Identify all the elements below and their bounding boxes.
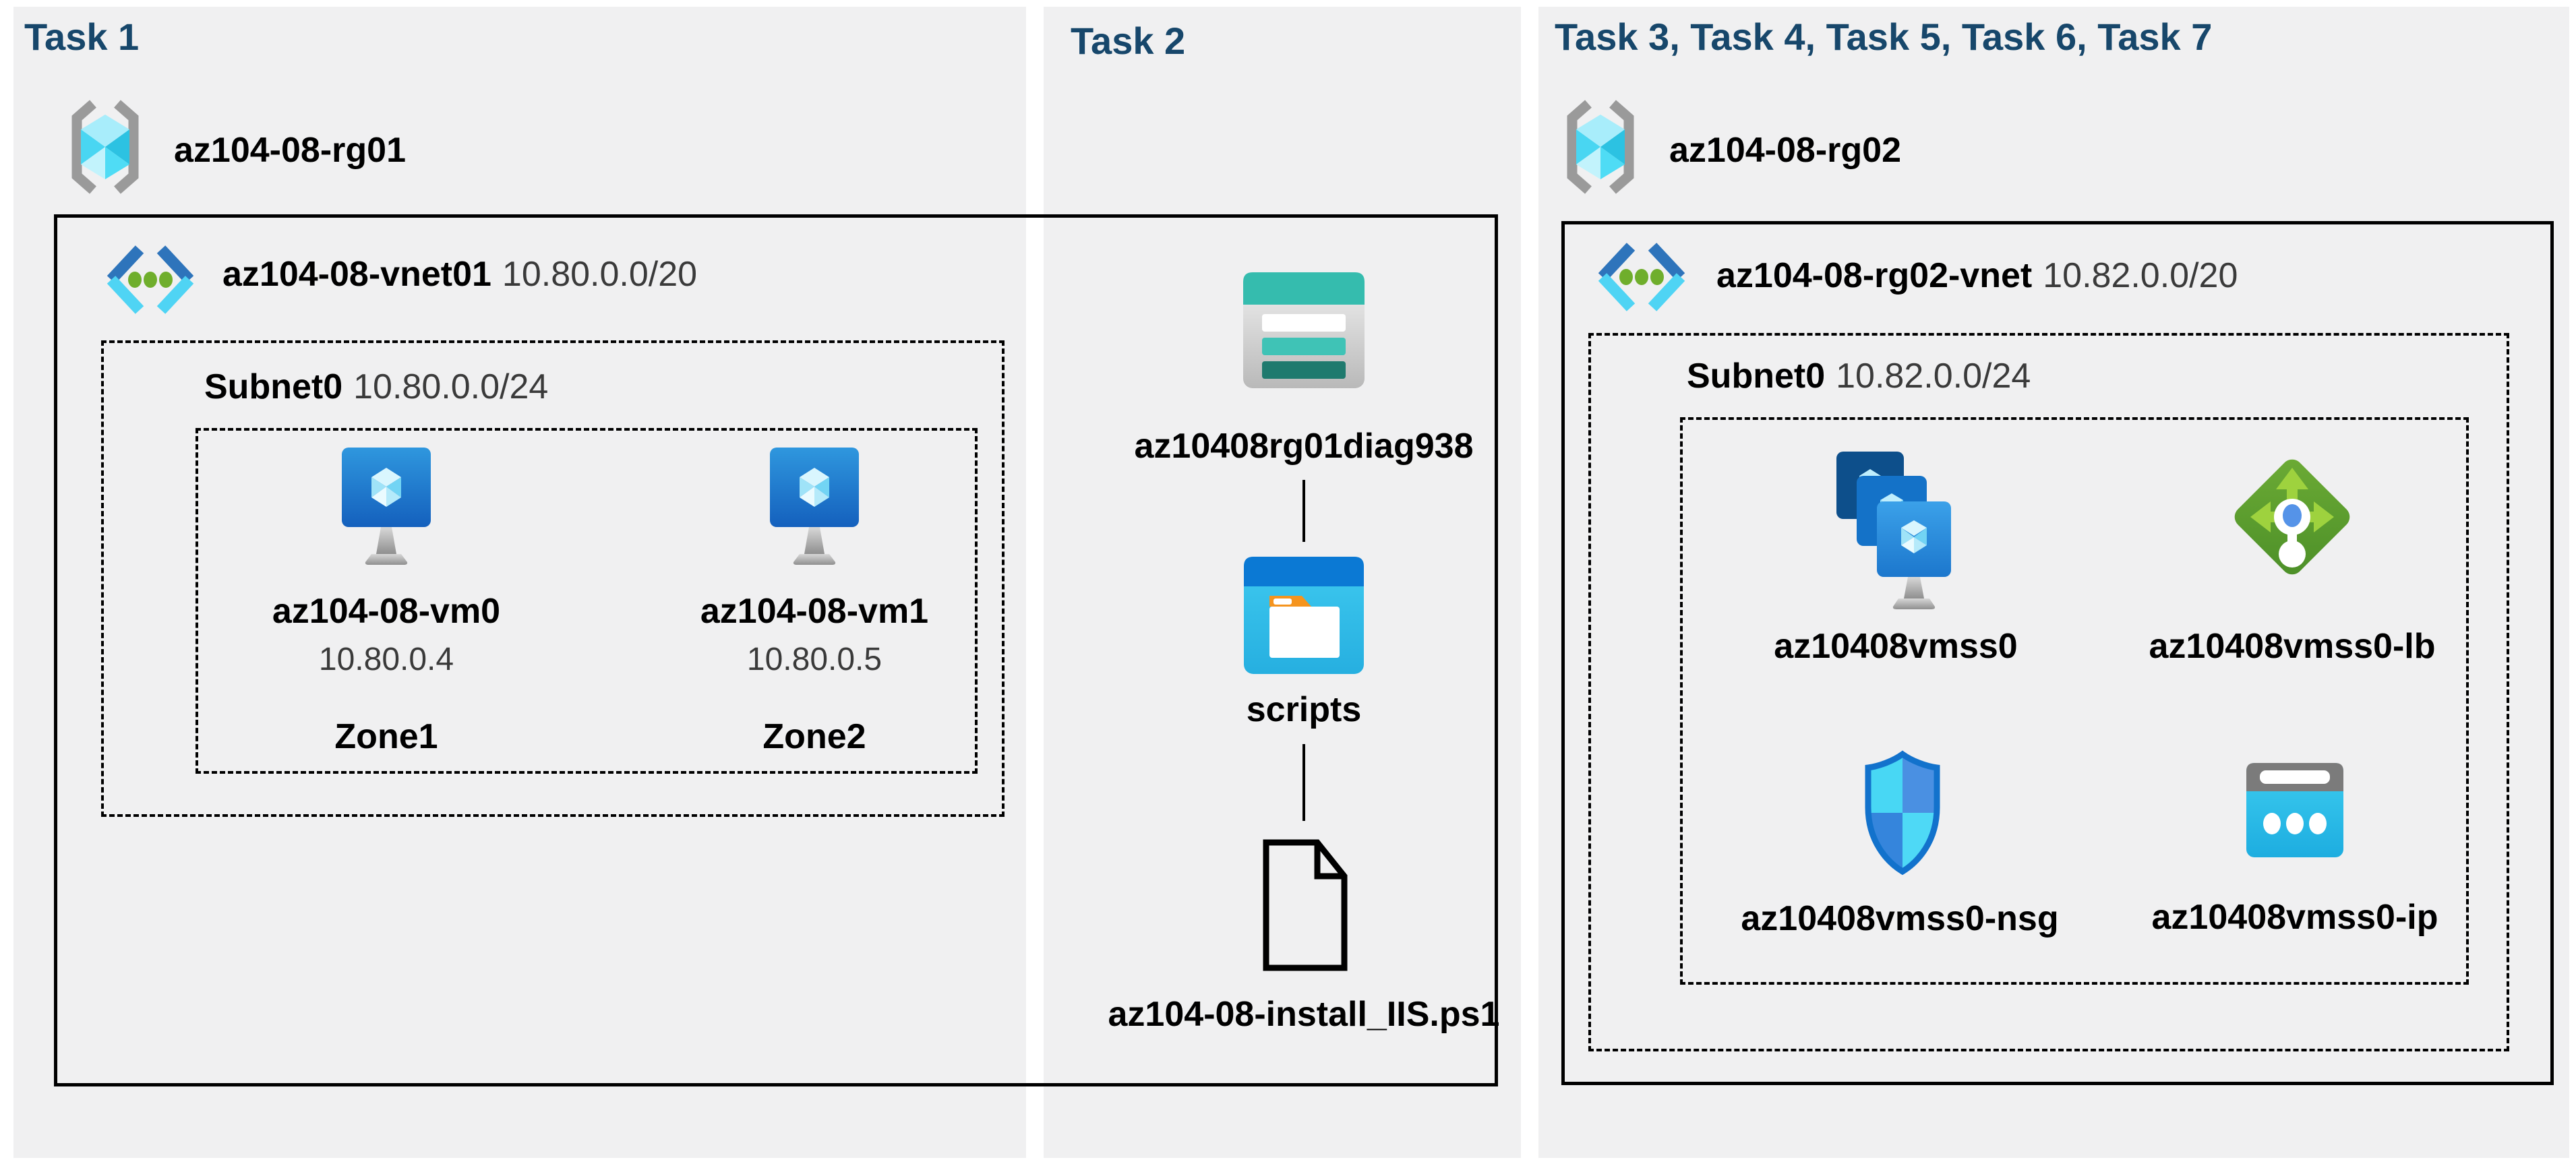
task2-title: Task 2 [1071, 20, 1186, 62]
network-security-group-icon [1865, 750, 1940, 876]
vmss-resources-boundary [1680, 417, 2469, 985]
virtual-machine-icon [342, 448, 431, 565]
resource-group-icon [71, 100, 139, 194]
virtual-network-icon [107, 245, 194, 314]
vm1-ip: 10.80.0.5 [746, 642, 882, 677]
subnet1-boundary [101, 340, 1005, 817]
vnet1-label: az104-08-vnet01 10.80.0.0/20 [222, 253, 697, 295]
subnet1-name: Subnet0 [204, 367, 343, 406]
vm0-name: az104-08-vm0 [272, 592, 501, 631]
resource-group-name: az104-08-rg02 [1669, 131, 1901, 170]
subnet1-label: Subnet0 10.80.0.0/24 [204, 366, 548, 408]
load-balancer-icon [2234, 459, 2350, 575]
subnet2-label: Subnet0 10.82.0.0/24 [1687, 355, 2031, 397]
vnet1-name: az104-08-vnet01 [222, 255, 491, 294]
storage-account-icon [1243, 272, 1365, 388]
load-balancer-name: az10408vmss0-lb [2149, 627, 2436, 666]
file-icon [1263, 839, 1348, 971]
vnet2-boundary [1561, 221, 2554, 1085]
task1-panel [13, 7, 1026, 1158]
task3-panel [1538, 7, 2569, 1158]
resource-group-icon [1567, 100, 1634, 194]
vm0-zone: Zone1 [334, 717, 438, 756]
subnet1-cidr: 10.80.0.0/24 [353, 367, 549, 406]
virtual-machine-icon [770, 448, 859, 565]
vm0-ip: 10.80.0.4 [318, 642, 454, 677]
connector-container-to-file [1302, 744, 1305, 821]
vm1-name: az104-08-vm1 [700, 592, 929, 631]
virtual-network-icon [1598, 243, 1685, 311]
resource-group-name: az104-08-rg01 [174, 131, 406, 170]
vnet1-boundary [54, 214, 1498, 1086]
nsg-name: az10408vmss0-nsg [1741, 899, 2059, 938]
vnet2-name: az104-08-rg02-vnet [1716, 256, 2033, 295]
script-file-name: az104-08-install_IIS.ps1 [1108, 995, 1500, 1034]
storage-account-name: az10408rg01diag938 [1134, 427, 1474, 466]
vmss-name: az10408vmss0 [1774, 627, 2018, 666]
subnet2-name: Subnet0 [1687, 357, 1826, 396]
blob-container-icon [1244, 557, 1364, 674]
zones-boundary [196, 428, 978, 774]
task1-title: Task 1 [24, 16, 140, 58]
vnet2-label: az104-08-rg02-vnet 10.82.0.0/20 [1716, 255, 2238, 297]
subnet2-cidr: 10.82.0.0/24 [1836, 357, 2031, 396]
vm-scale-set-icon [1836, 452, 1951, 609]
connector-storage-to-container [1302, 480, 1305, 542]
container-name: scripts [1246, 690, 1362, 729]
subnet2-boundary [1588, 333, 2509, 1051]
public-ip-name: az10408vmss0-ip [2151, 898, 2438, 937]
vm1-zone: Zone2 [762, 717, 866, 756]
vnet1-cidr: 10.80.0.0/20 [502, 255, 698, 294]
vnet2-cidr: 10.82.0.0/20 [2043, 256, 2238, 295]
task3-title: Task 3, Task 4, Task 5, Task 6, Task 7 [1555, 16, 2213, 58]
public-ip-icon [2246, 763, 2343, 857]
